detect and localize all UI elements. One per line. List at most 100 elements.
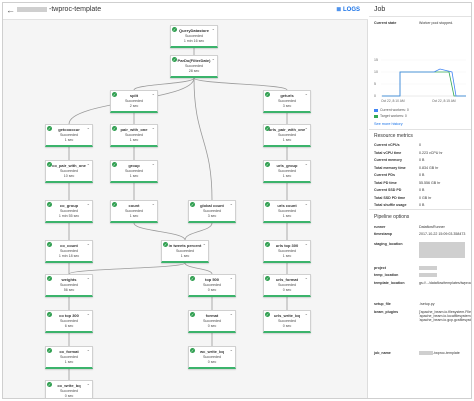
option-key: template_location (374, 281, 405, 285)
chevron-down-icon[interactable]: ⌄ (304, 125, 308, 130)
option-value: ./setup.py (419, 302, 435, 306)
chevron-down-icon[interactable]: ⌄ (86, 125, 90, 130)
arrow-back-icon[interactable]: ← (6, 5, 15, 15)
chevron-down-icon[interactable]: ⌄ (229, 311, 233, 316)
step-time: 1 sec (282, 254, 292, 258)
chevron-down-icon[interactable]: ⌄ (86, 311, 90, 316)
step-status: Succeeded (60, 133, 78, 137)
metric-value: 0.223 vCPU hr (419, 150, 443, 155)
step-time: 0 sec (207, 288, 217, 292)
chevron-down-icon[interactable]: ⌄ (86, 241, 90, 246)
step-name: urls top 300 (275, 243, 299, 248)
chevron-down-icon[interactable]: ⌄ (86, 161, 90, 166)
step-name: urls_format (275, 277, 298, 282)
step-status: Succeeded (278, 209, 296, 213)
option-key: temp_location (374, 273, 399, 277)
chevron-down-icon[interactable]: ⌄ (151, 125, 155, 130)
chevron-down-icon[interactable]: ⌄ (86, 347, 90, 352)
check-circle-icon: ✓ (265, 162, 270, 167)
chevron-down-icon[interactable]: ⌄ (304, 241, 308, 246)
check-circle-icon: ✓ (190, 202, 195, 207)
step-name: wc_write_bq (199, 349, 224, 354)
step-name: ParDo(FilterDate) (177, 58, 211, 63)
check-circle-icon: ✓ (172, 27, 177, 32)
step-time: 0 sec (282, 288, 292, 292)
step-name: co_write_bq (57, 383, 81, 388)
logs-button[interactable]: ≣ LOGS (336, 7, 360, 13)
option-value: -twproc-template (419, 351, 471, 356)
job-name-title: -twproc-template (17, 6, 101, 13)
chevron-down-icon[interactable]: ⌄ (304, 275, 308, 280)
chevron-down-icon[interactable]: ⌄ (151, 161, 155, 166)
step-status: Succeeded (278, 133, 296, 137)
step-time: 1 sec (129, 214, 139, 218)
metric-value: 0 (419, 143, 421, 147)
chevron-down-icon[interactable]: ⌄ (151, 91, 155, 96)
step-time: 10 sec (63, 174, 75, 178)
option-key: project (374, 266, 386, 270)
check-circle-icon: ✓ (112, 126, 117, 131)
chevron-down-icon[interactable]: ⌄ (304, 161, 308, 166)
check-circle-icon: ✓ (112, 202, 117, 207)
metric-key: Current PDs (374, 173, 395, 177)
step-status: Succeeded (203, 355, 221, 359)
step-status: Succeeded (60, 249, 78, 253)
step-name: split (129, 93, 139, 98)
chevron-down-icon[interactable]: ⌄ (229, 347, 233, 352)
metric-value: 0 GB hr (419, 195, 432, 200)
chevron-down-icon[interactable]: ⌄ (86, 381, 90, 386)
chevron-down-icon[interactable]: ⌄ (211, 26, 215, 31)
step-time: 0 sec (282, 324, 292, 328)
chevron-down-icon[interactable]: ⌄ (202, 241, 206, 246)
check-circle-icon: ✓ (163, 242, 168, 247)
y-tick: 15 (374, 58, 378, 62)
chevron-down-icon[interactable]: ⌄ (86, 275, 90, 280)
step-name: co_group (59, 203, 79, 208)
chevron-down-icon[interactable]: ⌄ (304, 91, 308, 96)
step-status: Succeeded (278, 99, 296, 103)
check-circle-icon: ✓ (265, 276, 270, 281)
chevron-down-icon[interactable]: ⌄ (304, 201, 308, 206)
chevron-down-icon[interactable]: ⌄ (86, 201, 90, 206)
step-name: urls_pair_with_one (268, 127, 306, 132)
step-status: Succeeded (125, 169, 143, 173)
step-name: pair_with_one (120, 127, 148, 132)
see-more-history-link[interactable]: See more history (374, 122, 403, 126)
chevron-down-icon[interactable]: ⌄ (151, 201, 155, 206)
step-time: 3 sec (207, 214, 217, 218)
step-name: in tweets percent (168, 243, 202, 248)
chevron-down-icon[interactable]: ⌄ (229, 201, 233, 206)
step-name: urls_group (276, 163, 298, 168)
chevron-down-icon[interactable]: ⌄ (229, 275, 233, 280)
chevron-down-icon[interactable]: ⌄ (304, 311, 308, 316)
chevron-down-icon[interactable]: ⌄ (211, 56, 215, 61)
option-value: DataflowRunner (419, 225, 445, 229)
